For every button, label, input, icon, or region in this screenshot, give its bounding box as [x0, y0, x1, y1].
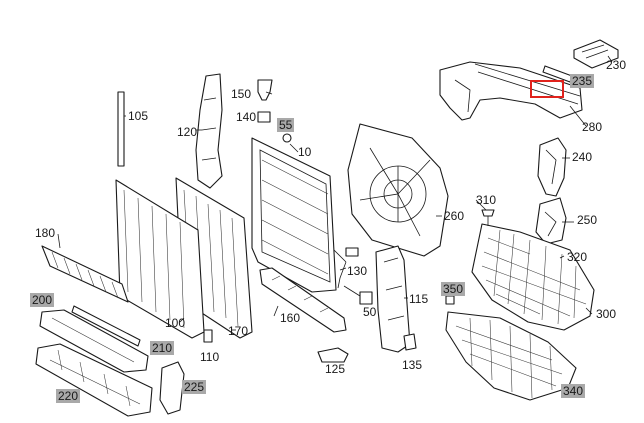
- leader-lines: [57, 55, 613, 331]
- label-140: 140: [236, 110, 257, 124]
- label-310: 310: [476, 193, 497, 207]
- label-170: 170: [228, 324, 249, 338]
- label-160: 160: [280, 311, 301, 325]
- label-180: 180: [35, 226, 56, 240]
- part-115-air-duct: [375, 245, 411, 353]
- label-50: 50: [363, 305, 377, 319]
- label-250: 250: [577, 213, 598, 227]
- part-10-radiator: [251, 137, 337, 293]
- part-180-aux-cooler: [41, 245, 129, 303]
- part-210-hose: [71, 305, 141, 347]
- label-125: 125: [325, 362, 346, 376]
- part-220-tray: [35, 343, 153, 417]
- selection-marker-235: [530, 80, 564, 98]
- label-130: 130: [347, 264, 368, 278]
- part-120-expansion-tank: [195, 73, 223, 189]
- label-220: 220: [56, 389, 81, 403]
- label-260: 260: [444, 209, 465, 223]
- label-105: 105: [128, 109, 149, 123]
- label-320: 320: [567, 250, 588, 264]
- label-10: 10: [298, 145, 312, 159]
- label-300: 300: [596, 307, 617, 321]
- part-280-cross-member: [439, 61, 583, 121]
- part-150-valve: [257, 79, 273, 101]
- part-125-sensor: [317, 347, 349, 363]
- part-230-clip: [573, 39, 619, 69]
- label-340: 340: [561, 384, 586, 398]
- label-235: 235: [570, 74, 595, 88]
- part-105-rod: [117, 91, 125, 167]
- label-55: 55: [277, 118, 295, 132]
- label-120: 120: [177, 125, 198, 139]
- label-240: 240: [572, 150, 593, 164]
- part-110-screw: [203, 329, 213, 343]
- label-110: 110: [200, 350, 220, 364]
- part-200-cooler: [39, 309, 149, 373]
- label-135: 135: [402, 358, 423, 372]
- label-115: 115: [409, 292, 429, 306]
- part-160-seal: [259, 267, 347, 333]
- label-150: 150: [231, 87, 252, 101]
- part-350-clip: [445, 295, 455, 305]
- label-200: 200: [30, 293, 55, 307]
- label-225: 225: [182, 380, 207, 394]
- part-240-bracket: [537, 137, 567, 197]
- part-225-bracket: [159, 361, 185, 415]
- part-250-bracket: [535, 197, 567, 245]
- part-140-cap: [257, 111, 271, 123]
- label-210: 210: [150, 341, 175, 355]
- part-100-condenser: [115, 179, 205, 339]
- part-135-bracket: [403, 333, 417, 351]
- label-100: 100: [165, 316, 186, 330]
- label-280: 280: [582, 120, 603, 134]
- part-310-screw: [481, 209, 495, 226]
- part-55-plug: [282, 133, 292, 143]
- label-230: 230: [606, 58, 627, 72]
- part-260-fan-shroud: [347, 123, 449, 257]
- label-350: 350: [441, 282, 466, 296]
- part-130-hose: [333, 247, 359, 289]
- part-300-grille: [471, 223, 595, 331]
- part-340-air-guide: [445, 311, 577, 401]
- part-50-sensor: [343, 285, 373, 305]
